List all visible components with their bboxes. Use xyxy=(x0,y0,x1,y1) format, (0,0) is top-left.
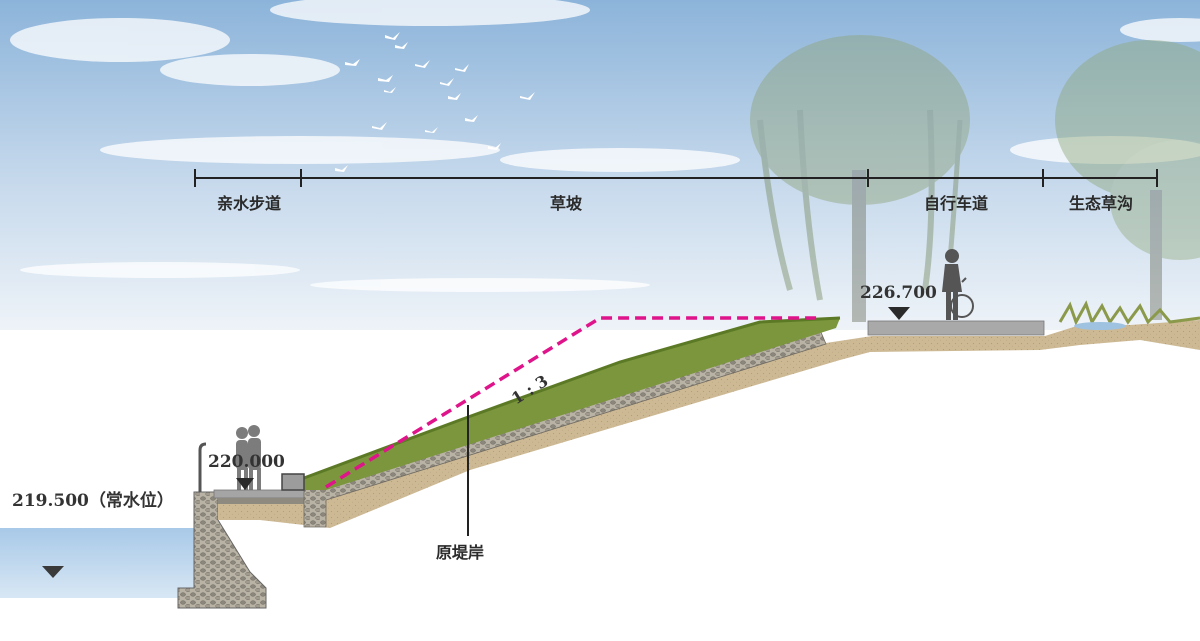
bench-icon xyxy=(281,473,305,491)
water-level-icon xyxy=(42,566,64,578)
swale-grass xyxy=(1058,300,1200,326)
elevation-walkway: 220.000 xyxy=(208,452,285,472)
clouds xyxy=(10,0,1200,292)
tree-icon xyxy=(1055,40,1200,320)
walkway-base xyxy=(218,498,304,504)
elevation-normal-water: 219.500（常水位） xyxy=(12,491,174,511)
zone-label-grass-slope: 草坡 xyxy=(549,194,583,213)
original-embankment-line xyxy=(325,316,822,489)
cyclist-icon xyxy=(942,249,974,320)
zone-label-waterfront-walkway: 亲水步道 xyxy=(216,194,282,213)
elevation-marker-icon xyxy=(236,478,254,490)
swale-water xyxy=(1074,322,1126,330)
elevation-bike-path: 226.700 xyxy=(860,283,937,303)
railing-icon xyxy=(198,442,207,492)
zone-label-bike-path: 自行车道 xyxy=(923,194,989,213)
original-bank-label: 原堤岸 xyxy=(436,543,485,562)
zone-dimension-line xyxy=(194,169,1158,187)
river-water xyxy=(0,528,195,598)
zone-label-eco-swale: 生态草沟 xyxy=(1068,194,1134,213)
willow-tree-icon xyxy=(750,35,970,322)
walkway-paving xyxy=(213,489,307,499)
grass-slope xyxy=(304,318,840,490)
bird-flock-icon xyxy=(335,32,535,172)
bike-path-paving xyxy=(867,320,1045,336)
elevation-marker-icon xyxy=(888,307,910,320)
